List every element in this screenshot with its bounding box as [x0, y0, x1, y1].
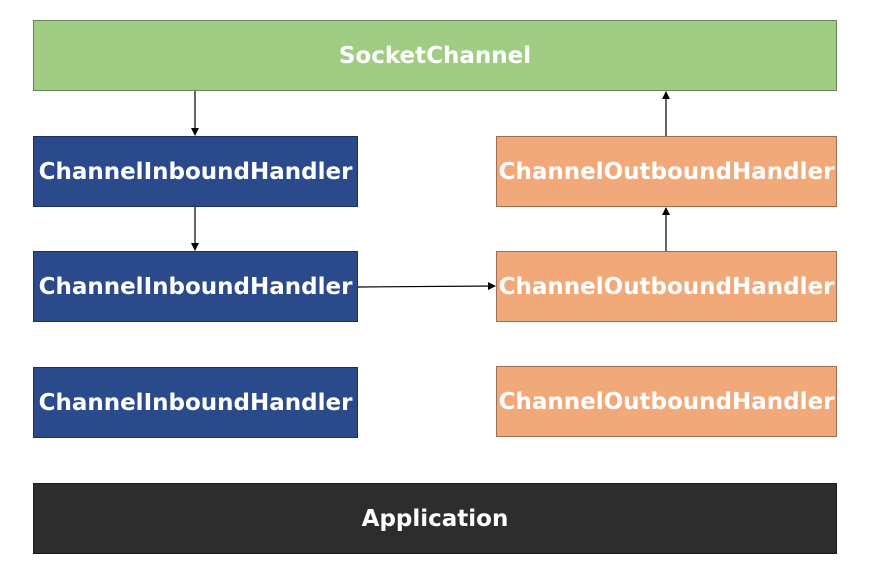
inbound-handler-2: ChannelInboundHandler: [33, 251, 358, 322]
outbound-handler-2: ChannelOutboundHandler: [496, 251, 837, 322]
arrow-inbound-2-to-outbound-2: [357, 282, 496, 291]
inbound-handler-3: ChannelInboundHandler: [33, 367, 358, 438]
socket-channel-box: SocketChannel: [33, 20, 837, 91]
application-box: Application: [33, 483, 837, 554]
outbound-handler-1: ChannelOutboundHandler: [496, 136, 837, 207]
outbound-handler-3: ChannelOutboundHandler: [496, 366, 837, 437]
inbound-handler-1: ChannelInboundHandler: [33, 136, 358, 207]
